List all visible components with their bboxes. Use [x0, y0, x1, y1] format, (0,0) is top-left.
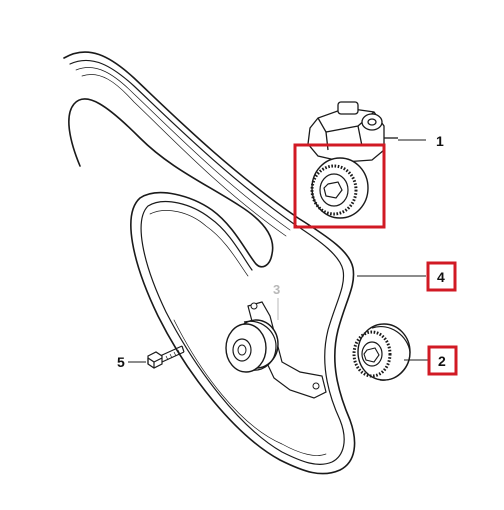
belt-icon: [63, 51, 356, 475]
highlight-box-tensioner: [293, 143, 386, 229]
callout-label-5: 5: [117, 354, 125, 370]
tensioner-assembly-icon: [307, 101, 398, 163]
callout-label-1: 1: [436, 133, 444, 149]
callout-label-4: 4: [437, 269, 445, 285]
bolt-icon: [147, 345, 185, 369]
callout-box-2: [427, 345, 458, 376]
idler-pulley-icon: [352, 323, 411, 381]
callout-label-3: 3: [273, 282, 280, 297]
leader-lines: [128, 139, 428, 363]
callout-box-4: [426, 261, 457, 292]
callout-label-2: 2: [438, 353, 446, 369]
tensioner-pulley-icon: [310, 157, 369, 219]
guide-pulley-icon: [225, 301, 327, 399]
